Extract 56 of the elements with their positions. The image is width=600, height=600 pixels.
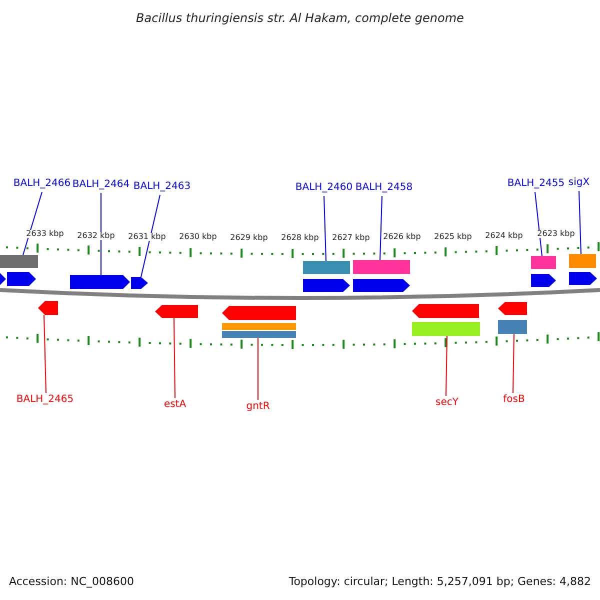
gene-block <box>222 306 296 320</box>
gene-block <box>303 279 350 292</box>
leader-line <box>512 334 514 394</box>
scale-label: 2628 kbp <box>281 234 319 242</box>
leader-line <box>446 336 448 396</box>
title: Bacillus thuringiensis str. Al Hakam, complete genome <box>136 12 464 24</box>
leader-line <box>44 314 46 394</box>
leader-line <box>174 318 176 398</box>
feature-bar <box>498 320 527 334</box>
gene-block <box>412 304 479 318</box>
feature-bar <box>531 256 556 269</box>
feature-bar <box>569 254 596 268</box>
scale-label: 2633 kbp <box>26 230 64 238</box>
scale-label: 2631 kbp <box>128 232 166 241</box>
gene-label: fosB <box>503 395 525 405</box>
gene-block <box>155 305 198 318</box>
gene-label: BALH_2460 <box>295 183 353 193</box>
leader-line <box>100 192 102 276</box>
gene-label: BALH_2464 <box>72 180 130 190</box>
scale-label: 2632 kbp <box>77 232 115 240</box>
leader-line <box>534 192 542 256</box>
gene-label: gntR <box>246 402 270 412</box>
scale-label: 2623 kbp <box>537 230 575 238</box>
feature-bar <box>303 261 350 274</box>
leader-line <box>324 196 326 262</box>
gene-label: BALH_2463 <box>133 182 191 192</box>
gene-block <box>498 302 527 315</box>
scale-label: 2625 kbp <box>434 232 472 241</box>
scale-label: 2626 kbp <box>383 233 421 242</box>
gene-block <box>38 301 58 315</box>
gene-label: secY <box>436 398 458 408</box>
leader-line <box>140 194 160 278</box>
scale-label: 2627 kbp <box>332 234 370 242</box>
gene-label: BALH_2455 <box>507 179 565 189</box>
footer-text: Accession: NC_008600 <box>9 576 134 587</box>
feature-bar <box>222 323 296 330</box>
feature-bar <box>0 255 38 268</box>
gene-label: BALH_2458 <box>355 183 413 193</box>
scale-label: 2629 kbp <box>230 234 268 242</box>
gene-block <box>531 274 556 287</box>
gene-label: BALH_2466 <box>13 179 71 189</box>
feature-bar <box>222 331 296 338</box>
leader-line <box>578 190 582 254</box>
gene-block <box>353 279 410 292</box>
scale-label: 2630 kbp <box>179 233 217 242</box>
gene-label: BALH_2465 <box>16 395 74 405</box>
gene-block <box>569 272 597 285</box>
leader-line <box>380 196 382 260</box>
feature-bar <box>412 322 480 336</box>
footer-text: Topology: circular; Length: 5,257,091 bp; Genes: 4,882 <box>288 576 591 587</box>
leader-line <box>22 192 42 256</box>
gene-label: estA <box>164 400 186 410</box>
feature-bar <box>353 260 410 274</box>
gene-block <box>131 277 148 289</box>
gene-label: sigX <box>568 178 590 188</box>
scale-label: 2624 kbp <box>485 232 523 240</box>
